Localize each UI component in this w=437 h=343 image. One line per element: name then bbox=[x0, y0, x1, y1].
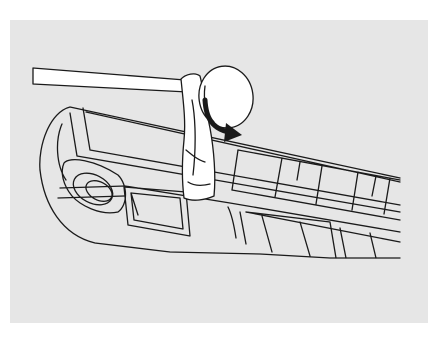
diagram-panel bbox=[10, 20, 428, 323]
